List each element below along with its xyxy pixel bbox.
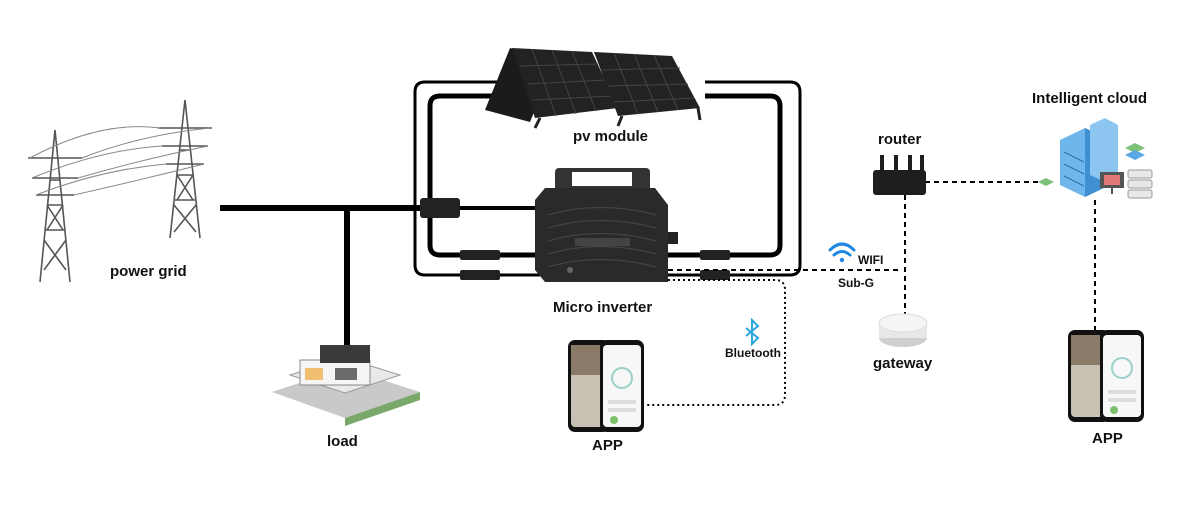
dc-cable-loops (413, 80, 802, 277)
router-label: router (878, 131, 922, 148)
wifi-icon (828, 242, 856, 263)
gateway-label: gateway (873, 355, 933, 372)
intelligent-cloud-label: Intelligent cloud (1032, 90, 1147, 107)
communication-links (645, 181, 1096, 406)
micro-inverter-label: Micro inverter (553, 299, 653, 316)
house-icon (272, 345, 420, 426)
power-grid-towers-icon (28, 99, 212, 283)
wifi-label: WIFI (858, 253, 884, 267)
app-left-label: APP (592, 437, 623, 454)
gateway-icon (878, 313, 928, 347)
pv-module-label: pv module (573, 128, 649, 145)
power-grid-label: power grid (110, 263, 187, 280)
bluetooth-label: Bluetooth (725, 346, 781, 360)
app-right-label: APP (1092, 430, 1123, 447)
pv-module-icon (485, 48, 702, 129)
load-label: load (327, 433, 358, 450)
ac-cable (220, 205, 540, 360)
router-icon (873, 155, 926, 195)
bluetooth-icon (745, 317, 760, 347)
cloud-server-icon (1038, 118, 1153, 199)
app-phones-right-icon (1068, 330, 1144, 422)
app-phones-left-icon (568, 340, 644, 432)
micro-inverter-icon (420, 168, 730, 282)
sub-g-label: Sub-G (838, 276, 874, 290)
